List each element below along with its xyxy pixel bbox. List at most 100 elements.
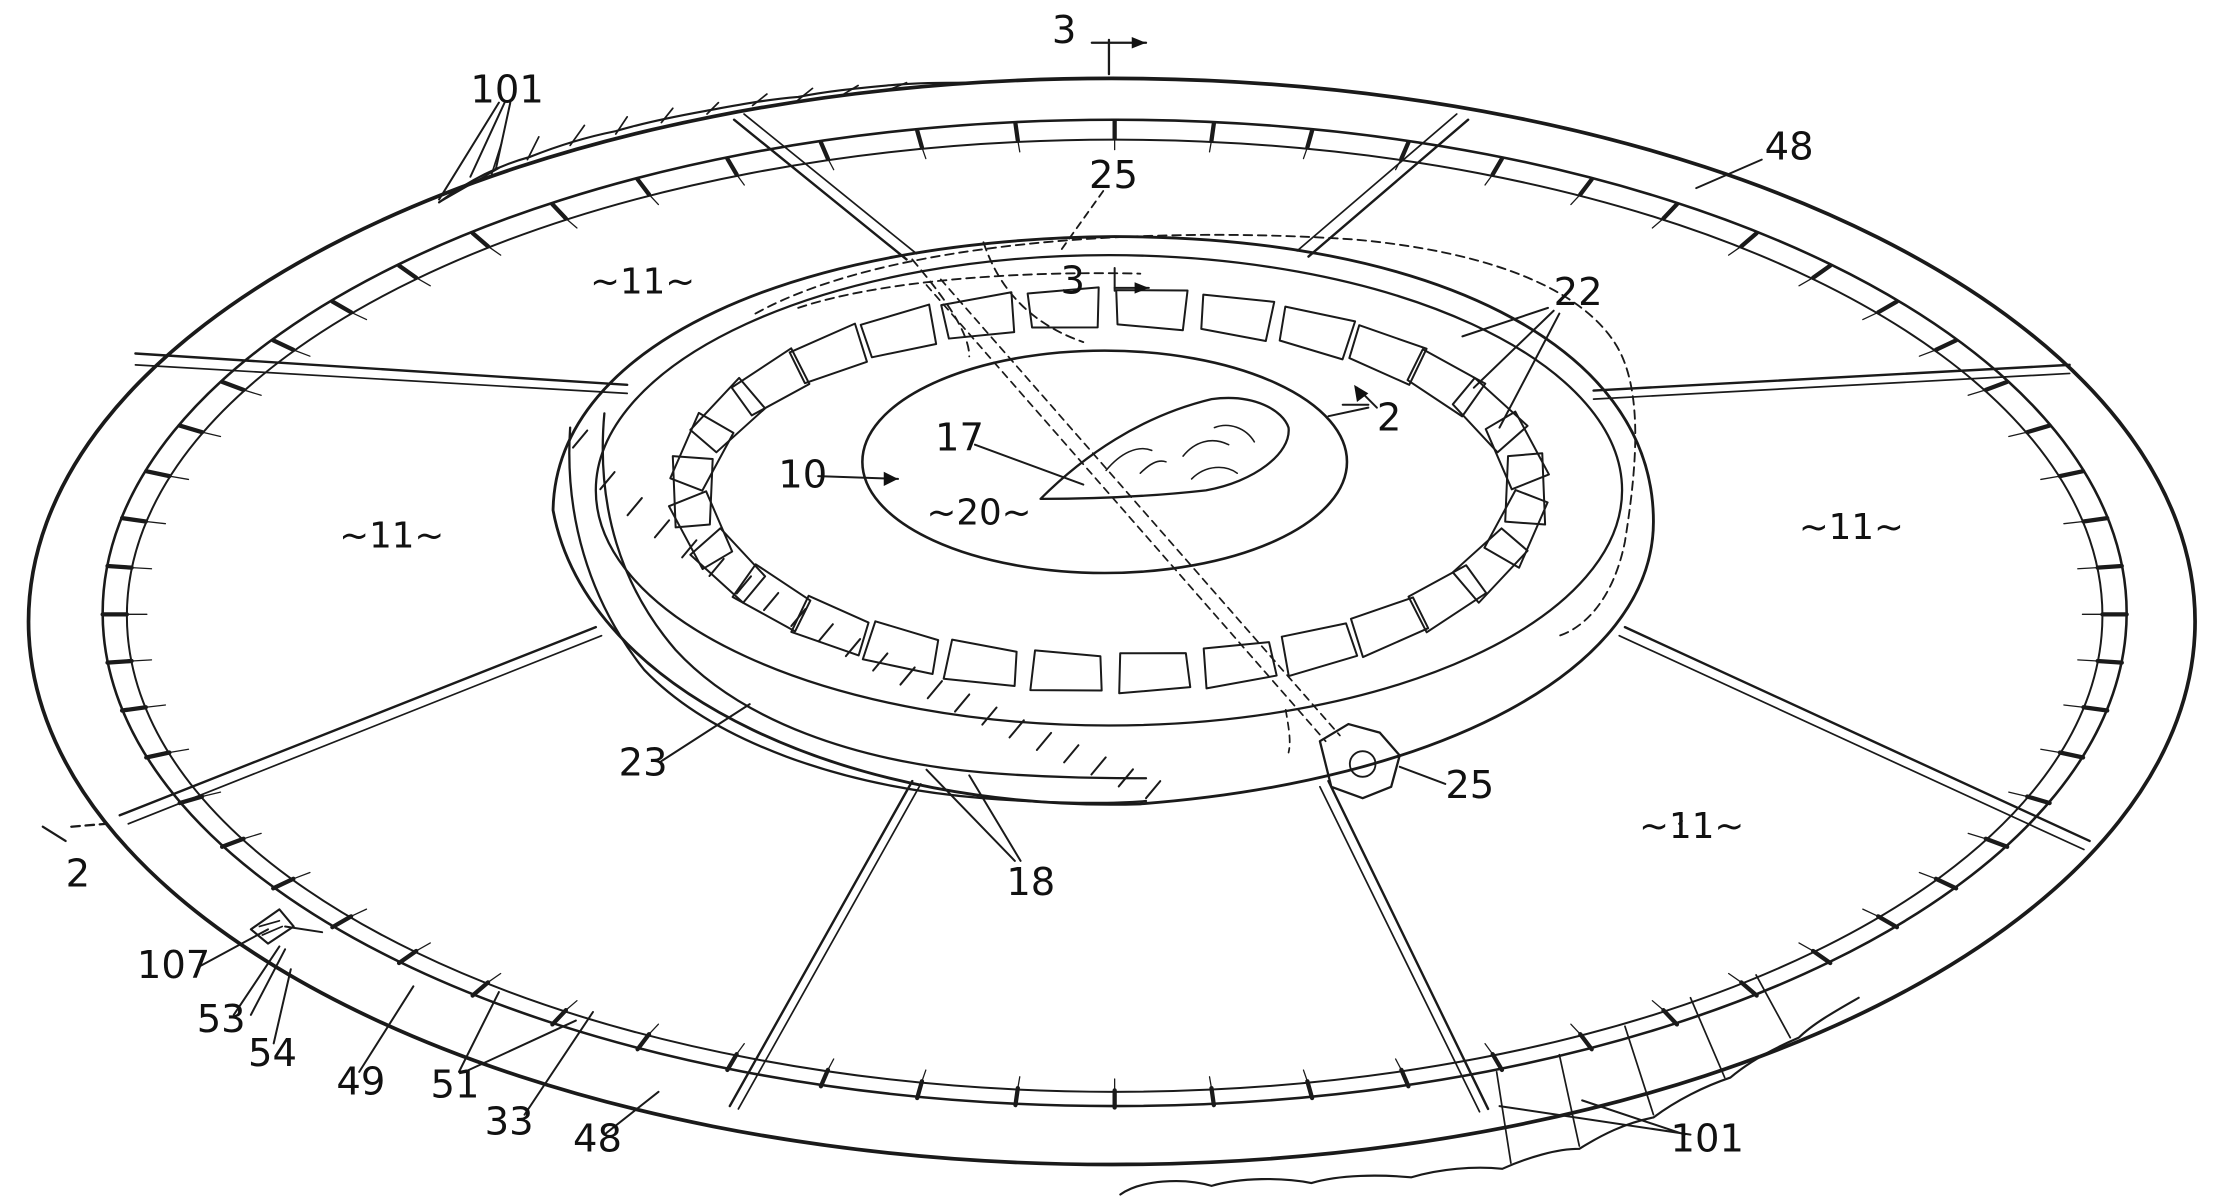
rim-tick <box>1918 349 1937 357</box>
rim-bracket <box>635 1032 652 1052</box>
rim-bracket <box>818 1067 831 1089</box>
rim-bracket <box>1983 379 2010 393</box>
scalloped-flaps-bottom <box>1119 974 1860 1196</box>
rim-bracket <box>470 980 491 998</box>
cockpit-canopy <box>861 349 1349 575</box>
hatch-mark <box>1035 731 1053 751</box>
rim-tick <box>2077 567 2099 570</box>
rim-bracket <box>1490 156 1505 177</box>
label-20: ~20~ <box>927 493 1032 534</box>
hatch-mark <box>1145 780 1162 800</box>
label-33: 33 <box>485 1100 534 1145</box>
rim-bracket <box>119 705 148 713</box>
rim-bracket <box>2025 423 2052 435</box>
rim-tick <box>1727 245 1742 256</box>
hatch-mark <box>981 706 998 726</box>
central-dome <box>551 233 1655 806</box>
label-54: 54 <box>248 1031 297 1076</box>
rim-tick <box>168 475 190 481</box>
rim-tick <box>827 158 835 171</box>
rim-tick <box>1727 972 1742 983</box>
label-49: 49 <box>336 1060 385 1105</box>
spokes <box>118 113 2091 1113</box>
rim-bracket <box>144 469 172 479</box>
rim-bracket <box>1305 1079 1315 1101</box>
label-10: 10 <box>778 452 827 497</box>
rim-tick <box>565 1000 578 1011</box>
rim-bracket <box>2081 515 2110 524</box>
rim-tick <box>145 704 167 708</box>
rim-bracket <box>2095 658 2124 665</box>
rim-bracket <box>1578 177 1594 197</box>
rim-bracket <box>2095 563 2124 570</box>
rim-tick <box>145 520 167 525</box>
rim-brackets <box>100 119 2129 1110</box>
rim-tick <box>1651 1000 1665 1011</box>
rim-bracket <box>550 1008 569 1027</box>
vent-slot <box>1115 289 1189 332</box>
rim-bracket <box>1661 202 1680 221</box>
rim-tick <box>2008 791 2028 798</box>
rim-bracket <box>271 338 296 352</box>
rim-tick <box>487 972 502 983</box>
vent-slot <box>1202 641 1278 690</box>
rim-tick <box>350 311 368 321</box>
vent-slot <box>669 411 735 492</box>
rim-bracket <box>1876 914 1900 930</box>
rim-tick <box>1208 1076 1213 1089</box>
hatch-mark <box>817 623 834 643</box>
rim-tick <box>827 1058 835 1071</box>
label-11-top-left: ~11~ <box>590 262 695 303</box>
rim-tick <box>1862 908 1879 917</box>
rim-bracket <box>725 1052 739 1073</box>
vent-slot <box>731 563 812 633</box>
label-25-top: 25 <box>1089 153 1138 198</box>
rim-tick <box>1798 942 1814 952</box>
rim-tick <box>1967 832 1987 840</box>
label-11-left: ~11~ <box>339 515 444 556</box>
rim-tick <box>292 871 311 880</box>
label-22: 22 <box>1554 270 1603 315</box>
rim-tick <box>648 193 660 206</box>
rim-tick <box>1017 139 1021 153</box>
rim-tick <box>201 791 222 798</box>
rim-bracket <box>1810 948 1833 966</box>
hinge-detail <box>249 908 324 945</box>
rim-bracket <box>1739 980 1759 998</box>
rim-bracket <box>2081 705 2110 713</box>
rim-bracket <box>1983 836 2010 849</box>
vent-slots <box>667 286 1550 695</box>
rim-bracket <box>144 750 172 760</box>
rim-tick <box>1798 277 1814 287</box>
rim-bracket <box>635 177 652 197</box>
hatch-mark <box>1063 744 1080 764</box>
rim-tick <box>1484 173 1494 186</box>
hatch-mark <box>926 680 943 700</box>
leader-lines <box>198 101 1763 1136</box>
scalloped-flaps-top <box>437 81 971 204</box>
rim-bracket <box>330 299 354 315</box>
vent-slot <box>1029 649 1103 692</box>
rim-bracket <box>1933 338 1959 352</box>
label-48-bottom: 48 <box>573 1117 622 1162</box>
rim-bracket <box>2057 469 2086 479</box>
label-101-bottom: 101 <box>1671 1117 1744 1162</box>
reference-labels: 101 3 48 25 3 22 2 17 10 ~20~ ~11~ ~11~ … <box>66 8 1904 1162</box>
label-51: 51 <box>430 1063 479 1108</box>
rim-bracket <box>550 202 569 221</box>
hatch-mark <box>626 497 643 517</box>
rim-bracket <box>105 563 134 570</box>
label-11-bottom-right: ~11~ <box>1639 806 1744 847</box>
rim-bracket <box>1578 1032 1594 1052</box>
rim-tick <box>292 349 311 357</box>
label-53: 53 <box>197 997 246 1042</box>
vent-slot <box>1451 376 1529 454</box>
rim-bracket <box>1013 1085 1020 1108</box>
rim-bracket <box>818 140 831 161</box>
rim-bracket <box>105 658 134 665</box>
rim-tick <box>1017 1076 1021 1089</box>
label-23: 23 <box>619 740 668 785</box>
hatch-mark <box>653 519 671 539</box>
